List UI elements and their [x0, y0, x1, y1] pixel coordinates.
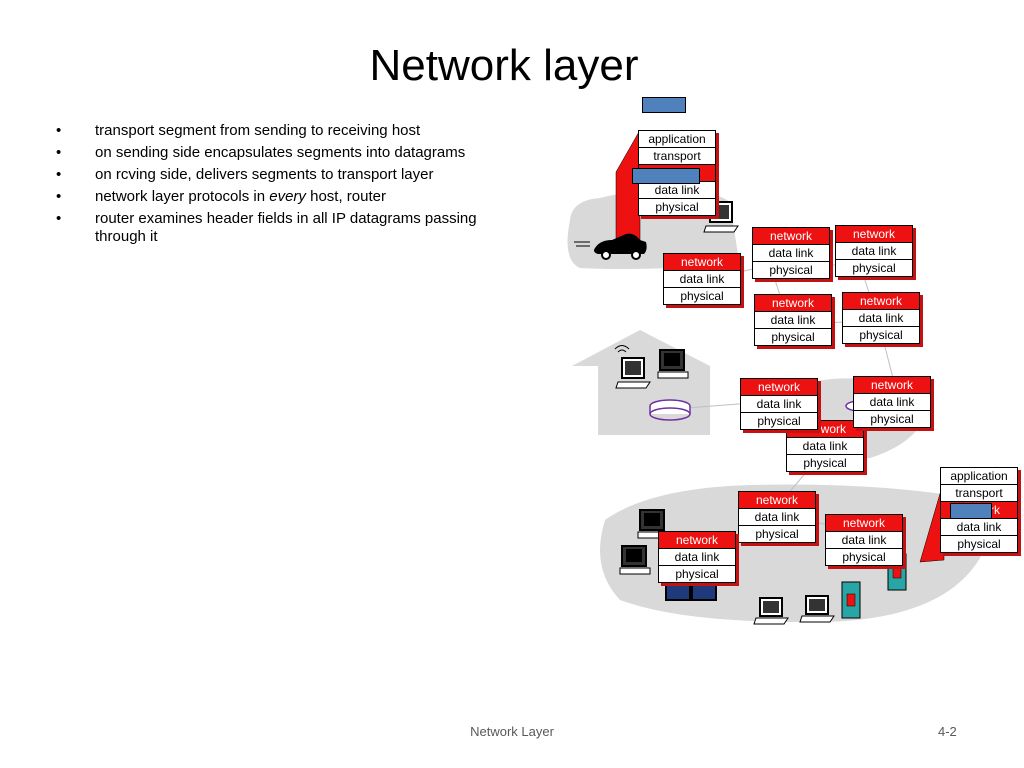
server-icon — [841, 581, 861, 619]
physical-layer: physical — [843, 326, 919, 343]
data-link-layer: data link — [755, 311, 831, 328]
data-link-layer: data link — [741, 395, 817, 412]
desktop-icon — [657, 349, 689, 379]
stack-body: network data link physical — [738, 491, 816, 543]
data-link-layer: data link — [739, 508, 815, 525]
network-layer: network — [826, 515, 902, 531]
stack-body: network data link physical — [752, 227, 830, 279]
physical-layer: physical — [664, 287, 740, 304]
bullet-item: on sending side encapsulates segments in… — [52, 144, 492, 162]
callout-wedge-top — [615, 129, 641, 251]
transport-layer: transport — [639, 147, 715, 164]
slide-title: Network layer — [369, 41, 639, 90]
datagram-indicator — [632, 168, 700, 184]
bullet-text-after: host, router — [305, 188, 386, 205]
network-layer: network — [755, 295, 831, 311]
bullet-emphasis: every — [269, 188, 306, 205]
router-protocol-stack: network data link physical — [853, 376, 934, 431]
network-layer: network — [739, 492, 815, 508]
datagram-indicator — [642, 97, 686, 113]
network-layer: network — [659, 532, 735, 548]
data-link-layer: data link — [753, 244, 829, 261]
router-protocol-stack: network data link physical — [835, 225, 916, 280]
router-protocol-stack: network data link physical — [663, 253, 744, 308]
antenna-icon — [614, 345, 630, 353]
bullet-text: on rcving side, delivers segments to tra… — [95, 166, 434, 183]
transport-layer: transport — [941, 484, 1017, 501]
datagram-indicator — [950, 503, 992, 519]
stack-body: network data link physical — [658, 531, 736, 583]
router-protocol-stack: network data link physical — [752, 227, 833, 282]
physical-layer: physical — [753, 261, 829, 278]
car-icon — [574, 233, 647, 260]
laptop-icon — [799, 595, 835, 623]
data-link-layer: data link — [787, 437, 863, 454]
physical-layer: physical — [787, 454, 863, 471]
page-number: 4-2 — [938, 724, 957, 739]
router-protocol-stack: network data link physical — [842, 292, 923, 347]
stack-body: network data link physical — [835, 225, 913, 277]
bullet-item: transport segment from sending to receiv… — [52, 122, 492, 140]
bullet-item: network layer protocols in every host, r… — [52, 188, 492, 206]
physical-layer: physical — [741, 412, 817, 429]
physical-layer: physical — [639, 198, 715, 215]
physical-layer: physical — [755, 328, 831, 345]
router-icon — [649, 399, 691, 421]
bullet-item: on rcving side, delivers segments to tra… — [52, 166, 492, 184]
physical-layer: physical — [659, 565, 735, 582]
physical-layer: physical — [826, 548, 902, 565]
application-layer: application — [648, 132, 706, 146]
stack-body: network data link physical — [740, 378, 818, 430]
network-layer: network — [664, 254, 740, 270]
bullet-text: on sending side encapsulates segments in… — [95, 144, 466, 161]
footer-title: Network Layer — [470, 724, 554, 739]
data-link-layer: data link — [836, 242, 912, 259]
desktop-icon — [637, 509, 669, 539]
router-protocol-stack: network data link physical — [658, 531, 739, 586]
physical-layer: physical — [854, 410, 930, 427]
router-protocol-stack: network data link physical — [738, 491, 819, 546]
stack-body: network data link physical — [842, 292, 920, 344]
stack-body: network data link physical — [825, 514, 903, 566]
physical-layer: physical — [941, 535, 1017, 552]
network-layer: network — [753, 228, 829, 244]
data-link-layer: data link — [854, 393, 930, 410]
bullet-list: transport segment from sending to receiv… — [52, 122, 492, 250]
physical-layer: physical — [836, 259, 912, 276]
router-protocol-stack: network data link physical — [754, 294, 835, 349]
bullet-text-before: network layer protocols in — [95, 188, 270, 205]
bullet-item: router examines header fields in all IP … — [52, 210, 492, 246]
data-link-layer: data link — [826, 531, 902, 548]
router-protocol-stack: network data link physical — [825, 514, 906, 569]
data-link-layer: data link — [659, 548, 735, 565]
network-layer: network — [843, 293, 919, 309]
stack-body: network data link physical — [853, 376, 931, 428]
network-layer: network — [741, 379, 817, 395]
stack-body: network data link physical — [663, 253, 741, 305]
laptop-icon — [615, 357, 651, 389]
application-layer: application — [950, 469, 1008, 483]
laptop-icon — [753, 597, 789, 625]
network-layer: network — [836, 226, 912, 242]
router-protocol-stack: network data link physical — [740, 378, 821, 433]
data-link-layer: data link — [941, 518, 1017, 535]
network-layer: network — [854, 377, 930, 393]
stack-body: network data link physical — [754, 294, 832, 346]
bullet-text: transport segment from sending to receiv… — [95, 122, 421, 139]
bullet-text: router examines header fields in all IP … — [95, 210, 477, 245]
physical-layer: physical — [739, 525, 815, 542]
data-link-layer: data link — [664, 270, 740, 287]
desktop-icon — [619, 545, 651, 575]
data-link-layer: data link — [843, 309, 919, 326]
